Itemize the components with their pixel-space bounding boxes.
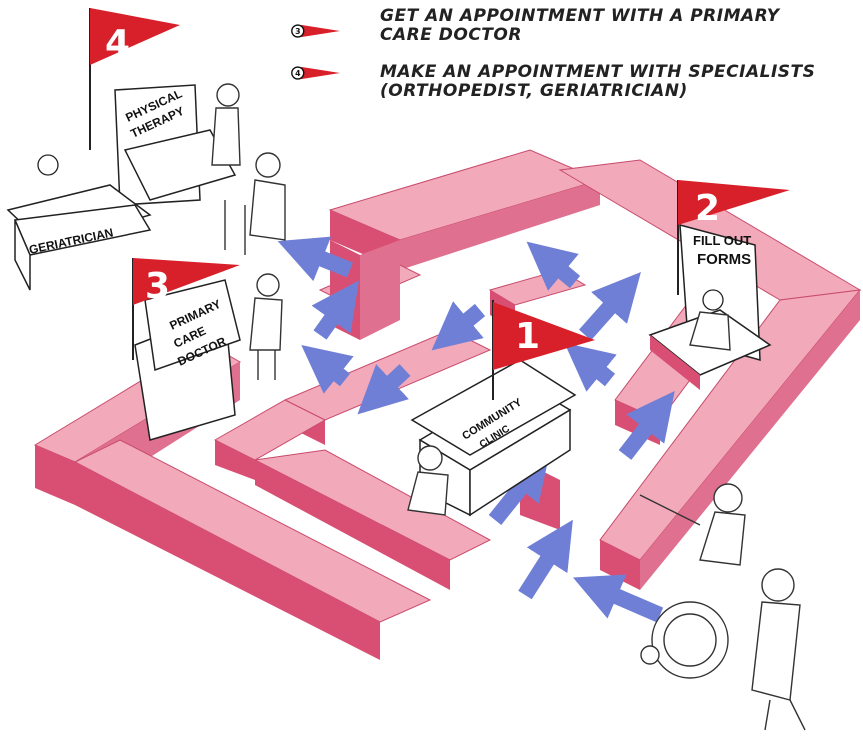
legend-step-3-text: Get an appointment with a primary care d… bbox=[380, 7, 780, 45]
forms-sign-line2: FORMS bbox=[697, 251, 751, 268]
arrow-start-icon bbox=[572, 574, 664, 623]
legend-step-3-line1: Get an appointment with a primary bbox=[380, 6, 780, 26]
legend-step-4-text: Make an appointment with specialists (or… bbox=[380, 63, 815, 101]
arrow-icon bbox=[579, 272, 641, 341]
arrow-icon bbox=[277, 236, 353, 282]
patient-in-wheelchair-icon bbox=[639, 483, 746, 679]
flag-3-number: 3 bbox=[145, 266, 170, 307]
step-4-badge-icon: 4 bbox=[291, 66, 340, 80]
legend-step-4-line2: (orthopedist, geriatrician) bbox=[380, 81, 688, 101]
arrow-icon bbox=[526, 241, 581, 291]
arrow-icon bbox=[518, 519, 573, 600]
clinic-receptionist-icon bbox=[407, 445, 449, 516]
flag-3: 3 bbox=[132, 258, 240, 360]
legend-step-4-line1: Make an appointment with specialists bbox=[380, 62, 816, 82]
physical-therapy-room: PHYSICAL THERAPY bbox=[114, 84, 237, 206]
arrow-icon bbox=[311, 280, 359, 340]
arrow-icon bbox=[431, 301, 486, 351]
forms-clerk-icon bbox=[689, 311, 731, 351]
step-3-badge-number: 3 bbox=[295, 27, 300, 36]
flag-2: 2 bbox=[677, 180, 790, 295]
patient-with-walker-icon bbox=[224, 152, 286, 255]
people bbox=[211, 83, 806, 731]
primary-care-office: PRIMARY CARE DOCTOR bbox=[134, 279, 241, 441]
step-4-badge-number: 4 bbox=[295, 69, 301, 78]
step-3-badge-icon: 3 bbox=[291, 24, 340, 38]
arrow-icon bbox=[488, 451, 550, 525]
therapist-icon bbox=[211, 83, 241, 166]
flag-1-number: 1 bbox=[515, 316, 540, 357]
legend-step-3-line2: care doctor bbox=[380, 25, 522, 45]
caregiver-icon bbox=[751, 568, 806, 731]
community-clinic-building: COMMUNITY CLINIC bbox=[410, 359, 577, 517]
forms-sign-line1: FILL OUT bbox=[693, 233, 751, 248]
flag-1: 1 bbox=[492, 300, 595, 400]
flag-2-number: 2 bbox=[695, 188, 720, 229]
arrow-icon bbox=[618, 391, 675, 460]
arrow-icon bbox=[357, 364, 411, 415]
arrow-icon bbox=[564, 342, 617, 392]
path-arrows bbox=[277, 236, 675, 623]
arrow-icon bbox=[301, 345, 354, 394]
doctor-icon bbox=[249, 273, 283, 380]
flag-4-number: 4 bbox=[105, 23, 130, 64]
flag-4: 4 bbox=[89, 8, 180, 150]
